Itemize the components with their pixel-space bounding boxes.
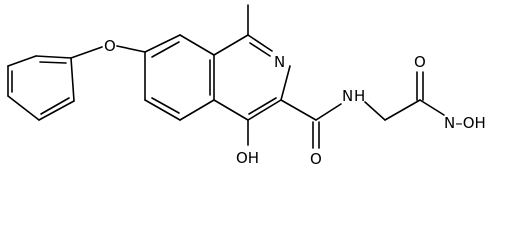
acid-oxygen-label: O xyxy=(414,53,426,71)
ring-carbonyl-bond xyxy=(280,99,317,121)
phenyl-ether-bond xyxy=(70,46,103,59)
ch2-carbonyl-bond xyxy=(384,99,421,121)
hydroxamic-n-label: N–OH xyxy=(444,114,486,132)
hydroxyl-label: OH xyxy=(236,149,259,167)
nh-ch2-bond xyxy=(364,101,386,121)
acid-n-bond xyxy=(419,99,445,116)
pyridine-ring xyxy=(213,34,291,121)
carbonyl-nh-bond xyxy=(315,103,342,121)
phenyl-ring xyxy=(7,55,75,121)
amide-nh-n-label: N xyxy=(342,87,353,105)
amide-oxygen-label: O xyxy=(310,150,322,168)
ether-oxygen-label: O xyxy=(104,37,116,55)
benzo-ring xyxy=(144,34,215,121)
ether-bicycle-bond xyxy=(116,45,146,53)
amide-nh-h-label: H xyxy=(354,87,365,105)
ring-nitrogen-label: N xyxy=(274,53,285,71)
molecule-drawing: O N OH O N H O N–OH xyxy=(7,4,486,168)
